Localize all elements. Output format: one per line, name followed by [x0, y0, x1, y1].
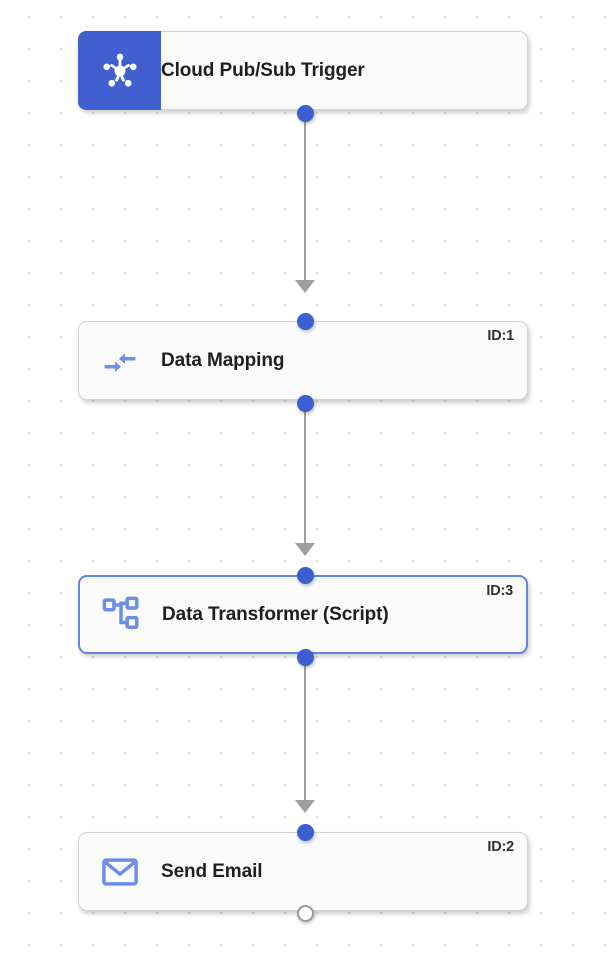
node-id-badge: ID:2 — [487, 839, 514, 855]
edge-mapping-to-transformer[interactable] — [304, 403, 306, 543]
node-title: Data Transformer (Script) — [162, 603, 389, 625]
node-id-badge: ID:1 — [487, 328, 514, 344]
input-port-data-mapping[interactable] — [297, 313, 314, 330]
output-port-data-transformer[interactable] — [297, 649, 314, 666]
data-mapping-arrows-icon — [79, 322, 161, 399]
node-id-badge: ID:3 — [486, 583, 513, 599]
node-cloud-pubsub-trigger[interactable]: Cloud Pub/Sub Trigger — [78, 31, 528, 110]
node-send-email[interactable]: Send Email ID:2 — [78, 832, 528, 911]
input-port-data-transformer[interactable] — [297, 567, 314, 584]
node-title: Data Mapping — [161, 349, 285, 371]
output-port-send-email[interactable] — [297, 905, 314, 922]
edge-arrowhead-mapping — [295, 280, 315, 293]
output-port-data-mapping[interactable] — [297, 395, 314, 412]
edge-arrowhead-email — [295, 800, 315, 813]
edge-arrowhead-transformer — [295, 543, 315, 556]
node-title: Send Email — [161, 860, 263, 882]
input-port-send-email[interactable] — [297, 824, 314, 841]
pubsub-hub-icon — [78, 31, 161, 110]
account-tree-icon — [80, 577, 162, 652]
edge-trigger-to-mapping[interactable] — [304, 113, 306, 280]
envelope-icon — [79, 833, 161, 910]
node-title: Cloud Pub/Sub Trigger — [161, 59, 365, 81]
node-data-transformer-script[interactable]: Data Transformer (Script) ID:3 — [78, 575, 528, 654]
node-data-mapping[interactable]: Data Mapping ID:1 — [78, 321, 528, 400]
output-port-trigger[interactable] — [297, 105, 314, 122]
edge-transformer-to-email[interactable] — [304, 657, 306, 800]
